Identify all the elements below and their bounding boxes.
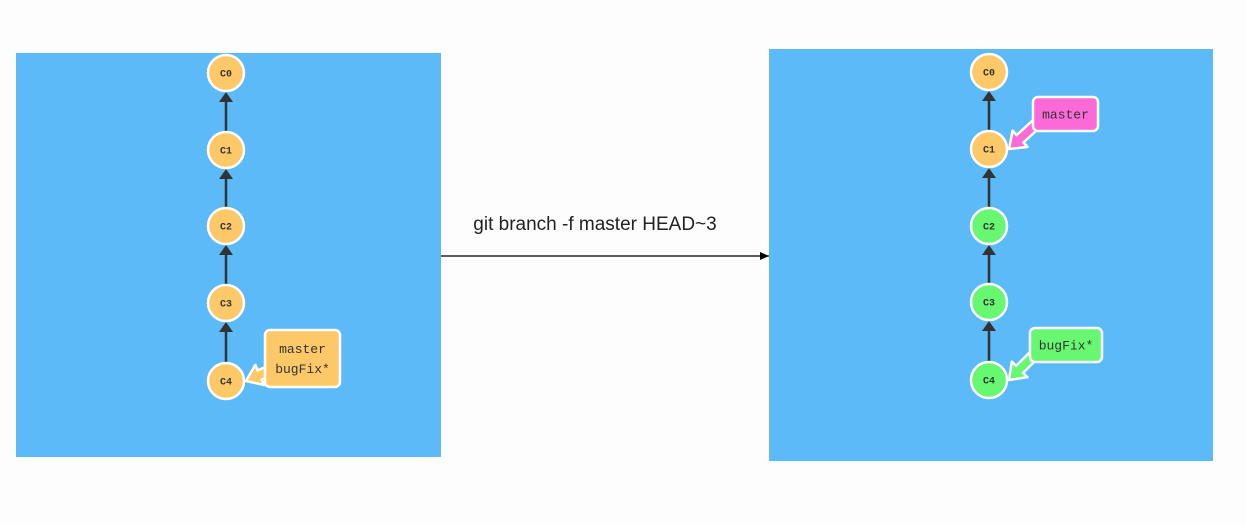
commit-node: C4: [206, 361, 246, 401]
commit-parent-arrow: [982, 245, 996, 284]
commit-node: C3: [206, 283, 246, 323]
commit-parent-arrow: [982, 168, 996, 208]
branch-name: bugFix*: [275, 362, 330, 377]
commit-node: C4: [969, 360, 1009, 400]
branch-name: bugFix*: [1039, 339, 1094, 354]
commit-label: C0: [220, 70, 232, 81]
commit-node: C0: [969, 52, 1009, 92]
commit-label: C3: [983, 299, 995, 310]
commit-parent-arrow: [219, 245, 233, 285]
command-label: git branch -f master HEAD~3: [473, 214, 716, 235]
commit-node: C3: [969, 282, 1009, 322]
commit-node: C0: [206, 53, 246, 93]
commit-parent-arrow: [219, 322, 233, 363]
commit-label: C2: [220, 223, 232, 234]
commit-label: C3: [220, 300, 232, 311]
commit-label: C4: [220, 378, 232, 389]
commit-node: C1: [969, 129, 1009, 169]
commit-node: C1: [206, 130, 246, 170]
commit-parent-arrow: [982, 91, 996, 131]
commit-label: C2: [983, 223, 995, 234]
commit-parent-arrow: [219, 169, 233, 208]
branch-name: master: [279, 342, 326, 357]
commit-label: C4: [983, 377, 995, 388]
commit-parent-arrow: [219, 92, 233, 132]
branch-tag: master: [1007, 95, 1100, 151]
commit-parent-arrow: [982, 321, 996, 362]
commit-node: C2: [969, 206, 1009, 246]
branch-name: master: [1042, 108, 1089, 123]
commit-node: C2: [206, 206, 246, 246]
commit-label: C1: [983, 146, 995, 157]
branch-tag: bugFix*: [1007, 326, 1104, 382]
branch-tag: master bugFix*: [244, 328, 342, 389]
commit-label: C1: [220, 147, 232, 158]
commit-label: C0: [983, 69, 995, 80]
